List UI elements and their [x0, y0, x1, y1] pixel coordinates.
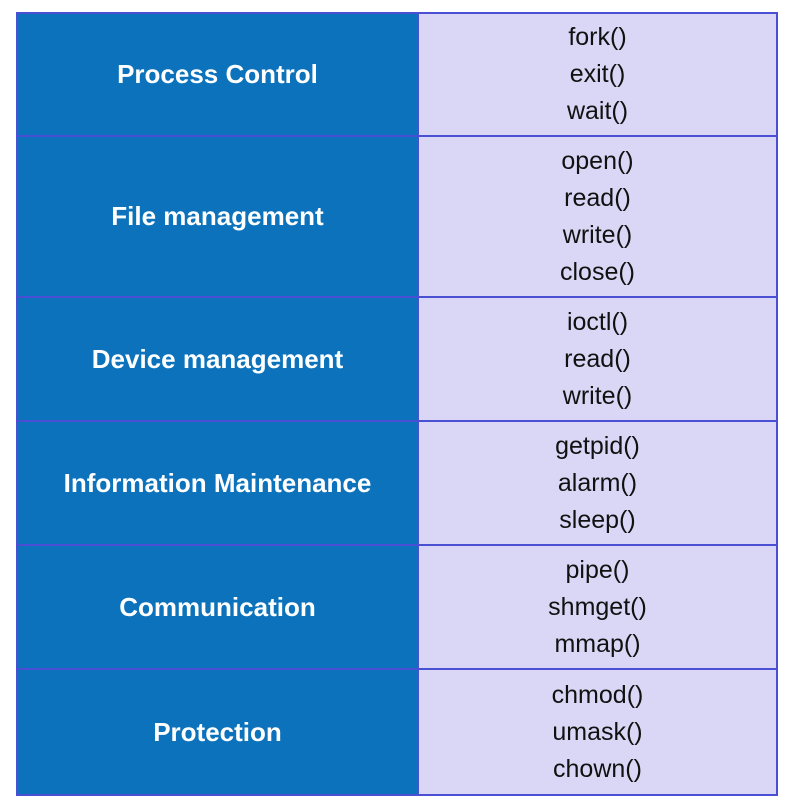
system-call: fork(): [568, 23, 627, 51]
table-row: File management open() read() write() cl…: [16, 137, 778, 298]
category-cell: Communication: [16, 546, 419, 668]
system-call: chown(): [553, 754, 642, 783]
calls-cell: ioctl() read() write(): [419, 298, 778, 420]
system-call: read(): [564, 344, 631, 373]
system-call: wait(): [566, 97, 629, 125]
category-cell: Process Control: [16, 14, 419, 135]
system-call: chmod(): [551, 680, 644, 709]
calls-cell: open() read() write() close(): [419, 137, 778, 296]
system-call: close(): [559, 257, 635, 286]
system-call: getpid(): [555, 431, 640, 460]
system-call: exit(): [569, 60, 626, 88]
table-row: Communication pipe() shmget() mmap(): [16, 546, 778, 670]
system-call: ioctl(): [566, 307, 629, 336]
category-cell: File management: [16, 137, 419, 296]
table-row: Device management ioctl() read() write(): [16, 298, 778, 422]
system-call: write(): [562, 220, 633, 249]
system-call: alarm(): [557, 468, 638, 497]
calls-cell: fork() exit() wait(): [419, 14, 778, 135]
system-call: open(): [561, 146, 634, 175]
system-call: pipe(): [565, 555, 630, 584]
category-cell: Device management: [16, 298, 419, 420]
table-row: Process Control fork() exit() wait(): [16, 12, 778, 137]
calls-cell: chmod() umask() chown(): [419, 670, 778, 794]
system-call: read(): [564, 183, 631, 212]
table-row: Information Maintenance getpid() alarm()…: [16, 422, 778, 546]
calls-cell: getpid() alarm() sleep(): [419, 422, 778, 544]
system-call: mmap(): [554, 629, 641, 658]
system-call: shmget(): [548, 592, 647, 621]
category-cell: Information Maintenance: [16, 422, 419, 544]
calls-cell: pipe() shmget() mmap(): [419, 546, 778, 668]
system-call: umask(): [552, 717, 643, 746]
system-calls-table: Process Control fork() exit() wait() Fil…: [16, 12, 778, 796]
system-call: sleep(): [559, 505, 636, 534]
system-call: write(): [562, 381, 633, 410]
category-cell: Protection: [16, 670, 419, 794]
table-row: Protection chmod() umask() chown(): [16, 670, 778, 796]
